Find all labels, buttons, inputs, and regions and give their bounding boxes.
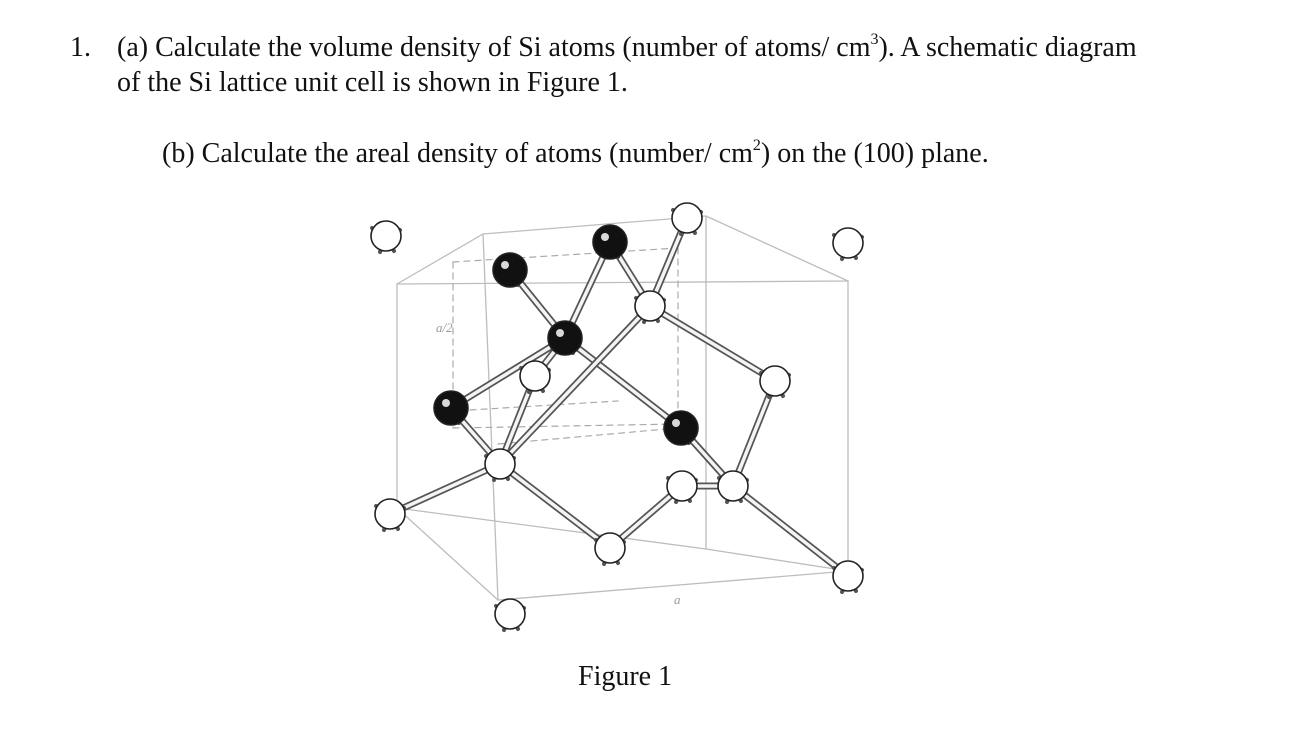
question-number: 1. <box>70 32 91 63</box>
si-atom-light <box>832 227 864 259</box>
part-b-text: (b) Calculate the areal density of atoms… <box>162 138 753 169</box>
si-atom-light <box>666 470 698 502</box>
dashed-edge <box>469 400 619 411</box>
cube-edge <box>396 233 484 285</box>
part-a-line-2: of the Si lattice unit cell is shown in … <box>117 67 628 98</box>
si-atom-light <box>519 360 551 392</box>
si-atom-light <box>759 365 791 397</box>
atom-highlight <box>501 261 509 269</box>
si-atom-dark <box>663 410 699 446</box>
part-a-tail: ). A schematic diagram <box>878 32 1137 63</box>
atoms <box>370 202 864 630</box>
cube-edge <box>396 507 499 601</box>
atom-highlight <box>442 399 450 407</box>
atom-highlight <box>601 233 609 241</box>
bond-highlight <box>731 484 850 578</box>
cube-edge <box>705 548 849 572</box>
dashed-edge <box>452 423 679 429</box>
part-a-text: (a) Calculate the volume density of Si a… <box>117 32 871 63</box>
si-unit-cell-figure: a/2 a <box>360 196 900 656</box>
si-atom-light <box>832 560 864 592</box>
half-edge-label: a/2 <box>436 320 453 335</box>
part-a-line-1: (a) Calculate the volume density of Si a… <box>117 31 1137 65</box>
cube-edge <box>396 507 707 550</box>
dashed-edge <box>452 247 679 263</box>
si-atom-light <box>494 598 526 630</box>
cube-edge <box>396 280 849 285</box>
si-atom-light <box>717 470 749 502</box>
bond-highlight <box>449 336 567 410</box>
bond-highlight <box>608 484 684 550</box>
cube-edge <box>482 215 707 235</box>
atom-highlight <box>556 329 564 337</box>
si-atom-light <box>671 202 703 234</box>
bond-highlight <box>498 304 652 466</box>
si-atom-light <box>484 448 516 480</box>
bond-highlight <box>498 462 612 550</box>
cube-edges <box>396 215 849 601</box>
part-a-superscript: 3 <box>870 31 879 48</box>
atom-highlight <box>672 419 680 427</box>
si-atom-light <box>370 220 402 252</box>
bond-highlight <box>388 462 502 516</box>
figure-caption: Figure 1 <box>578 661 673 692</box>
si-atom-dark <box>547 320 583 356</box>
si-atom-dark <box>492 252 528 288</box>
dashed-edge <box>497 427 679 445</box>
cube-edge <box>482 233 499 601</box>
si-atom-dark <box>433 390 469 426</box>
part-b-line: (b) Calculate the areal density of atoms… <box>162 137 989 171</box>
bond-highlight <box>648 304 777 383</box>
cube-edge <box>705 215 849 282</box>
si-atom-light <box>374 498 406 530</box>
part-b-superscript: 2 <box>752 137 761 154</box>
si-atom-dark <box>592 224 628 260</box>
si-atom-light <box>594 532 626 564</box>
inner-cube-dashed-edges <box>452 247 679 445</box>
bond-highlight <box>563 336 683 430</box>
edge-label: a <box>674 592 681 607</box>
cube-edge <box>497 570 849 601</box>
lattice-diagram: a/2 a <box>370 202 864 632</box>
part-b-tail: ) on the (100) plane. <box>760 138 989 169</box>
si-atom-light <box>634 290 666 322</box>
